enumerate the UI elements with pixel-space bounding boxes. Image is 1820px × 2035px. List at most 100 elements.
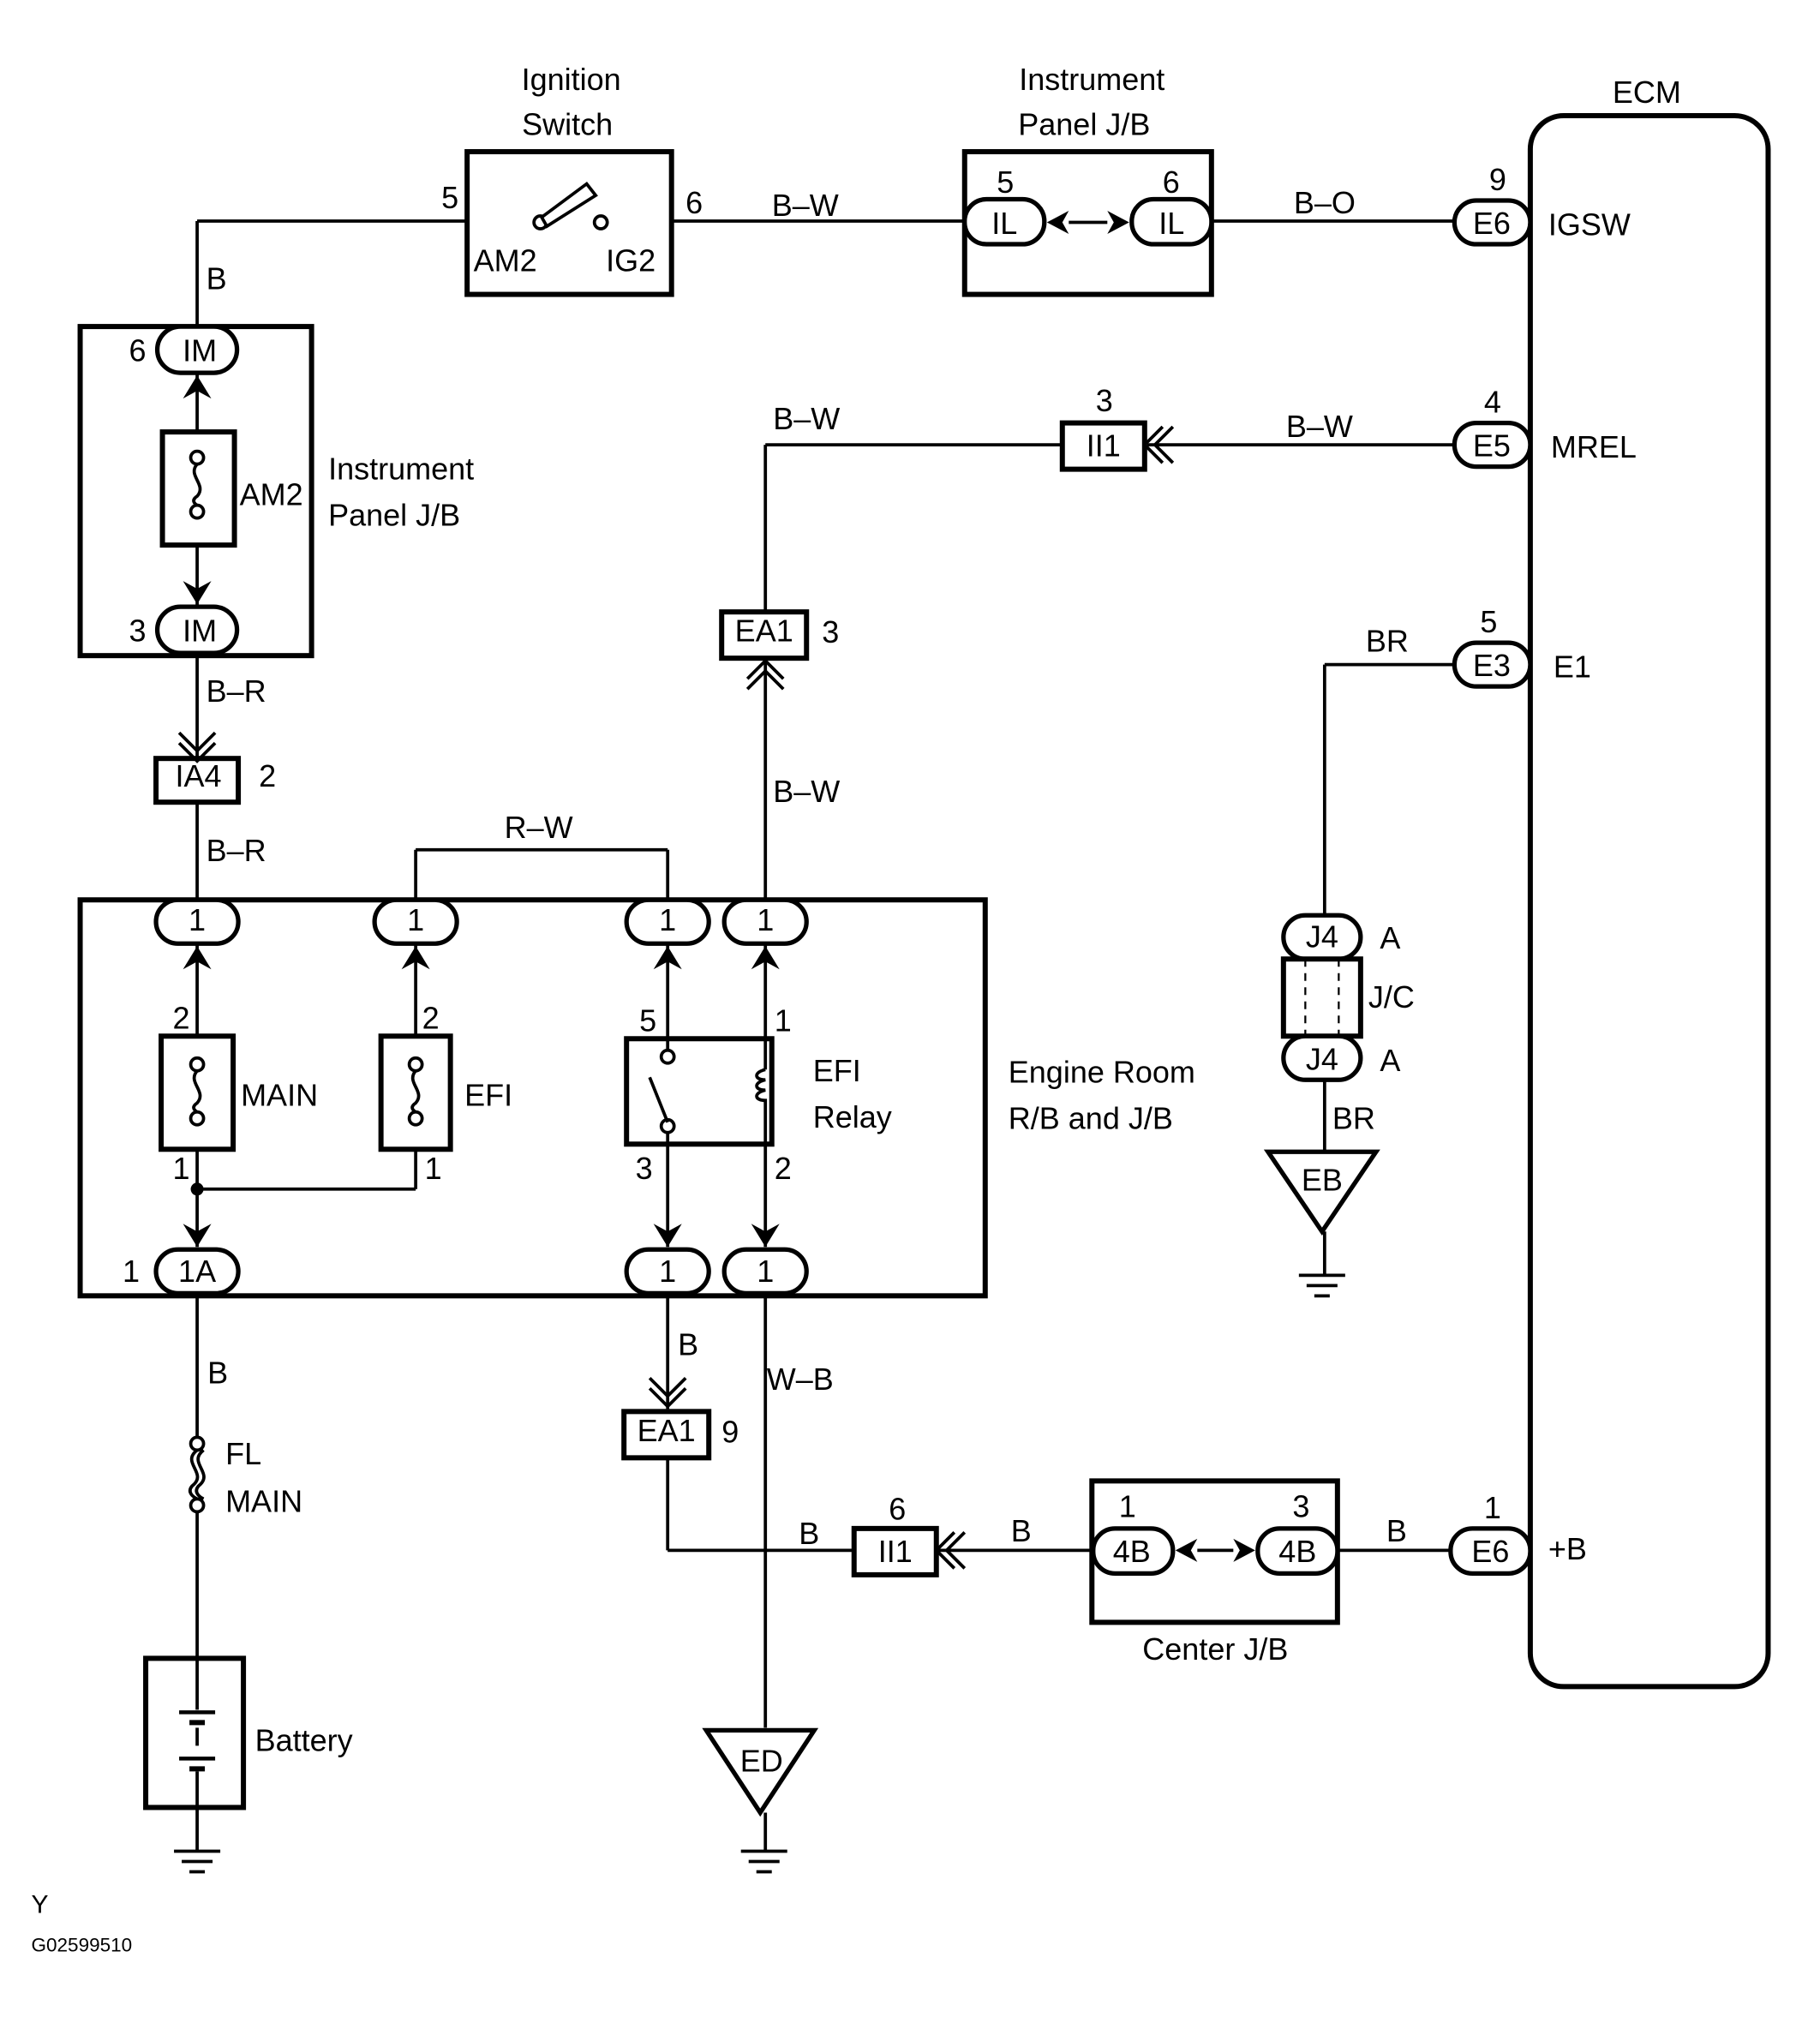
ignition-switch-title-2: Switch bbox=[522, 107, 613, 142]
wire-b: B bbox=[1386, 1513, 1407, 1548]
ground-eb bbox=[1263, 1149, 1380, 1298]
ecm-connector-e6: E6 bbox=[1473, 206, 1511, 241]
pin-label: 2 bbox=[259, 758, 276, 793]
efi-relay-label-2: Relay bbox=[813, 1099, 892, 1134]
ecm-title: ECM bbox=[1613, 75, 1681, 110]
instrument-panel-left-title-2: Panel J/B bbox=[328, 498, 460, 533]
engine-room-title: Engine Room bbox=[1009, 1054, 1195, 1089]
ii1-connector-top bbox=[1059, 420, 1175, 472]
engine-room-title-2: R/B and J/B bbox=[1009, 1100, 1173, 1135]
pin-label: 5 bbox=[997, 165, 1014, 200]
ecm-pin-e1: E1 bbox=[1554, 649, 1591, 685]
conn-1: 1 bbox=[189, 902, 206, 937]
ecm-connector-e5: E5 bbox=[1473, 428, 1511, 464]
am2-fuse bbox=[159, 429, 237, 548]
main-fuse bbox=[159, 1033, 236, 1152]
ecm-pin-1: 1 bbox=[1484, 1490, 1501, 1525]
pin-label: 5 bbox=[441, 180, 458, 215]
il-connector-label: IL bbox=[991, 206, 1017, 241]
junction-connector-jc bbox=[1280, 913, 1363, 1082]
wire-bw: B–W bbox=[772, 188, 839, 223]
pin-label: 5 bbox=[639, 1003, 656, 1038]
ecm-pin-5: 5 bbox=[1480, 604, 1497, 639]
wire-b: B bbox=[799, 1516, 819, 1551]
pin-label: 6 bbox=[889, 1491, 906, 1526]
ground-battery bbox=[174, 1849, 221, 1874]
footer-code: G02599510 bbox=[32, 1934, 133, 1955]
ecm-pin-4: 4 bbox=[1484, 385, 1501, 420]
ia4-label: IA4 bbox=[176, 758, 222, 793]
j4-connector-label: J4 bbox=[1306, 1041, 1338, 1076]
4b-connector-label: 4B bbox=[1113, 1534, 1151, 1569]
wire-bw: B–W bbox=[773, 401, 840, 436]
footer-letter: Y bbox=[32, 1890, 49, 1918]
efi-relay-label: EFI bbox=[813, 1053, 861, 1088]
pin-label: 9 bbox=[721, 1414, 739, 1449]
pin-label: A bbox=[1380, 920, 1400, 955]
pin-label: 2 bbox=[173, 1000, 190, 1035]
pin-label: 6 bbox=[685, 185, 703, 220]
instrument-panel-jb-left bbox=[77, 324, 314, 659]
instrument-panel-top-title-2: Panel J/B bbox=[1018, 107, 1150, 142]
fl-main-label-2: MAIN bbox=[225, 1483, 302, 1518]
main-fuse-label: MAIN bbox=[241, 1077, 318, 1112]
ignition-switch bbox=[464, 149, 674, 297]
ia4-connector bbox=[153, 731, 242, 805]
pin-label: 3 bbox=[822, 614, 839, 649]
pin-label: 2 bbox=[775, 1151, 792, 1186]
conn-1: 1 bbox=[659, 902, 676, 937]
instrument-panel-jb-top bbox=[961, 149, 1214, 297]
battery-label: Battery bbox=[255, 1722, 353, 1757]
switch-am2-label: AM2 bbox=[474, 243, 537, 278]
wire-b: B bbox=[1011, 1513, 1032, 1548]
ii1-label: II1 bbox=[878, 1534, 913, 1569]
ecm-connector-e6-b: E6 bbox=[1471, 1534, 1509, 1569]
instrument-panel-left-title: Instrument bbox=[328, 452, 474, 487]
fl-main-fusible-link bbox=[188, 1435, 206, 1514]
ecm-pin-9: 9 bbox=[1489, 162, 1506, 197]
pin-label: 1 bbox=[425, 1151, 442, 1186]
ignition-switch-title: Ignition bbox=[522, 62, 621, 97]
pin-label: 1 bbox=[123, 1254, 140, 1289]
conn-1: 1 bbox=[659, 1254, 676, 1289]
4b-connector-label: 4B bbox=[1278, 1534, 1316, 1569]
pin-label: 6 bbox=[1163, 165, 1180, 200]
efi-fuse bbox=[378, 1033, 453, 1152]
ea1-label: EA1 bbox=[735, 613, 793, 649]
center-jb-title: Center J/B bbox=[1142, 1631, 1288, 1667]
wire-b: B bbox=[207, 1355, 228, 1390]
wire-bw: B–W bbox=[773, 774, 840, 809]
pin-label: 1 bbox=[173, 1151, 190, 1186]
ea1-label: EA1 bbox=[638, 1413, 696, 1448]
am2-fuse-label: AM2 bbox=[240, 477, 303, 512]
wire-b: B bbox=[678, 1326, 698, 1362]
instrument-panel-top-title: Instrument bbox=[1019, 62, 1164, 97]
ii1-label: II1 bbox=[1087, 428, 1121, 464]
ea1-connector-top bbox=[719, 609, 810, 691]
ecm-pin-mrel: MREL bbox=[1551, 429, 1637, 464]
battery-symbol bbox=[143, 1655, 247, 1811]
pin-label: 3 bbox=[1096, 383, 1113, 418]
ea1-connector-bottom bbox=[621, 1377, 712, 1461]
im-connector-label: IM bbox=[183, 333, 217, 368]
switch-ig2-label: IG2 bbox=[606, 243, 656, 278]
efi-fuse-label: EFI bbox=[464, 1077, 512, 1112]
ecm-pin-igsw: IGSW bbox=[1548, 207, 1631, 242]
wire-rw: R–W bbox=[505, 810, 573, 845]
wire-br-dash: B–R bbox=[207, 833, 266, 868]
conn-1: 1 bbox=[757, 1254, 774, 1289]
ecm-connectors bbox=[1448, 198, 1533, 1577]
conn-1: 1 bbox=[407, 902, 424, 937]
ground-ed-label: ED bbox=[740, 1743, 783, 1778]
pin-label: 1 bbox=[1119, 1488, 1136, 1523]
ecm-pin-plus-b: +B bbox=[1548, 1531, 1587, 1566]
ecm-connector-e3: E3 bbox=[1473, 648, 1511, 683]
pin-label: 3 bbox=[636, 1151, 653, 1186]
conn-1a: 1A bbox=[178, 1254, 216, 1289]
efi-relay bbox=[624, 1036, 775, 1147]
pin-label: 6 bbox=[129, 333, 147, 368]
wire-br-dash: B–R bbox=[207, 673, 266, 709]
pin-label: 3 bbox=[129, 613, 147, 649]
wire-b: B bbox=[207, 261, 227, 296]
